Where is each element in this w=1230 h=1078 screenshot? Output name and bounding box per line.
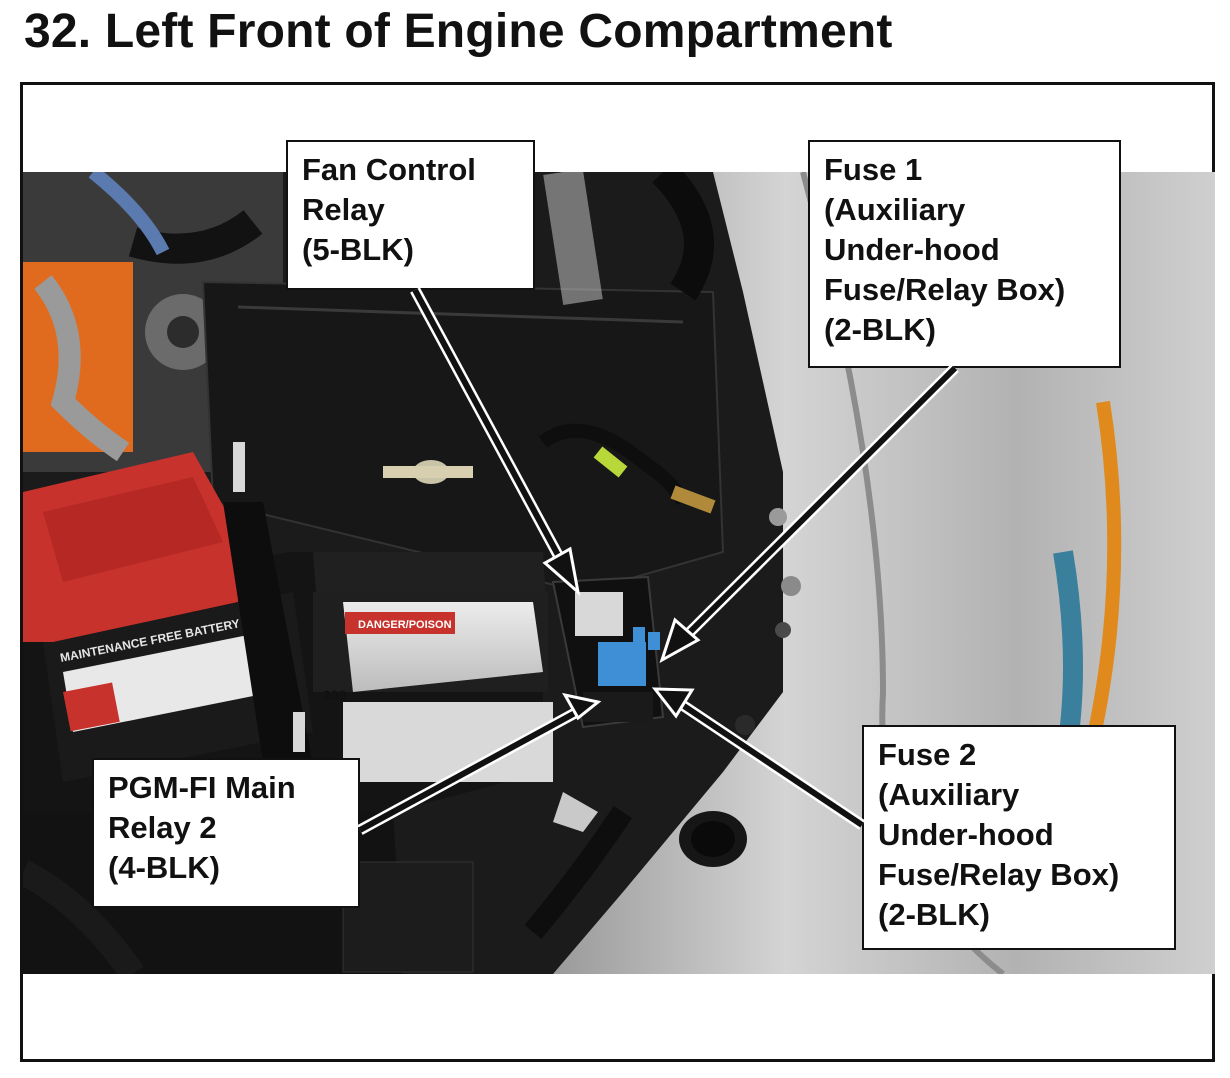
arrow-pgm-fi-main-relay-2 xyxy=(358,710,577,833)
arrow-fuse-2 xyxy=(673,697,864,828)
callout-line: (Auxiliary xyxy=(878,777,1020,812)
arrowhead-fuse-2 xyxy=(651,687,695,719)
callout-line: Under-hood xyxy=(878,817,1054,852)
callout-line: (5-BLK) xyxy=(302,232,414,267)
callout-fan-control-relay: Fan Control Relay (5-BLK) xyxy=(286,140,535,290)
danger-label: DANGER/POISON xyxy=(358,619,452,631)
callout-line: PGM-FI Main xyxy=(108,770,296,805)
callout-line: (2-BLK) xyxy=(824,312,936,347)
callout-line: (2-BLK) xyxy=(878,897,990,932)
callout-line: (Auxiliary xyxy=(824,192,966,227)
battery-code: 209 xyxy=(323,687,347,703)
callout-pgm-fi-main-relay-2: PGM-FI Main Relay 2 (4-BLK) xyxy=(92,758,360,908)
arrowhead-fuse-1 xyxy=(659,617,701,664)
callout-line: Relay 2 xyxy=(108,810,217,845)
arrowhead-pgm-fi-main-relay-2 xyxy=(562,692,602,721)
callout-fuse-1: Fuse 1 (Auxiliary Under-hood Fuse/Relay … xyxy=(808,140,1121,368)
callout-line: (4-BLK) xyxy=(108,850,220,885)
callout-line: Fuse/Relay Box) xyxy=(878,857,1120,892)
arrow-fan-control-relay xyxy=(412,288,568,570)
callout-line: Relay xyxy=(302,192,385,227)
callout-line: Fuse 2 xyxy=(878,737,977,772)
arrow-fuse-1 xyxy=(677,365,958,645)
callout-line: Fuse 1 xyxy=(824,152,923,187)
callout-line: Fuse/Relay Box) xyxy=(824,272,1066,307)
page-title: 32. Left Front of Engine Compartment xyxy=(24,5,893,58)
arrowhead-fan-control-relay xyxy=(542,546,581,596)
callout-line: Fan Control xyxy=(302,152,476,187)
callout-fuse-2: Fuse 2 (Auxiliary Under-hood Fuse/Relay … xyxy=(862,725,1176,950)
callout-line: Under-hood xyxy=(824,232,1000,267)
